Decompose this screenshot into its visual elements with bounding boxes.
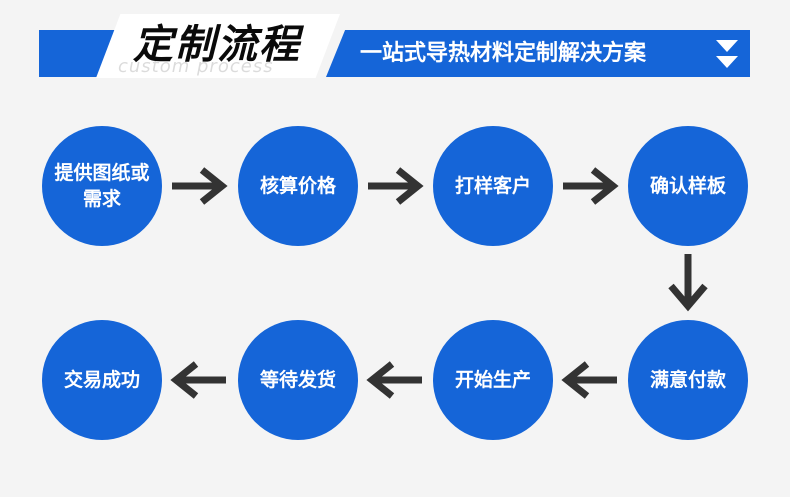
arrow-down-icon [668,254,708,312]
step-3-sample-customer: 打样客户 [433,126,553,246]
step-6-start-production: 开始生产 [433,320,553,440]
step-label: 核算价格 [259,175,336,197]
step-7-await-shipment: 等待发货 [238,320,358,440]
banner-right-block [326,30,750,77]
step-label: 等待发货 [259,369,336,391]
step-4-confirm-sample: 确认样板 [628,126,748,246]
step-5-payment: 满意付款 [628,320,748,440]
step-8-transaction-complete: 交易成功 [42,320,162,440]
double-chevron-down-icon [716,40,738,68]
step-label: 提供图纸或需求 [54,162,150,210]
header-banner: custom process 定制流程 一站式导热材料定制解决方案 [0,0,790,110]
english-subtitle: custom process [118,56,274,77]
step-label: 开始生产 [454,369,531,391]
arrow-left-icon [561,361,617,399]
title-box [96,14,340,78]
step-1-provide-drawings: 提供图纸或需求 [42,126,162,246]
step-2-quote-price: 核算价格 [238,126,358,246]
arrow-right-icon [368,167,424,205]
arrow-left-icon [366,361,422,399]
step-label: 满意付款 [649,369,726,391]
step-label: 打样客户 [454,175,531,197]
step-label: 确认样板 [649,175,726,197]
arrow-left-icon [170,361,226,399]
arrow-right-icon [172,167,228,205]
arrow-right-icon [563,167,619,205]
tagline: 一站式导热材料定制解决方案 [360,41,647,66]
page-title: 定制流程 [133,22,301,68]
step-label: 交易成功 [63,369,140,391]
